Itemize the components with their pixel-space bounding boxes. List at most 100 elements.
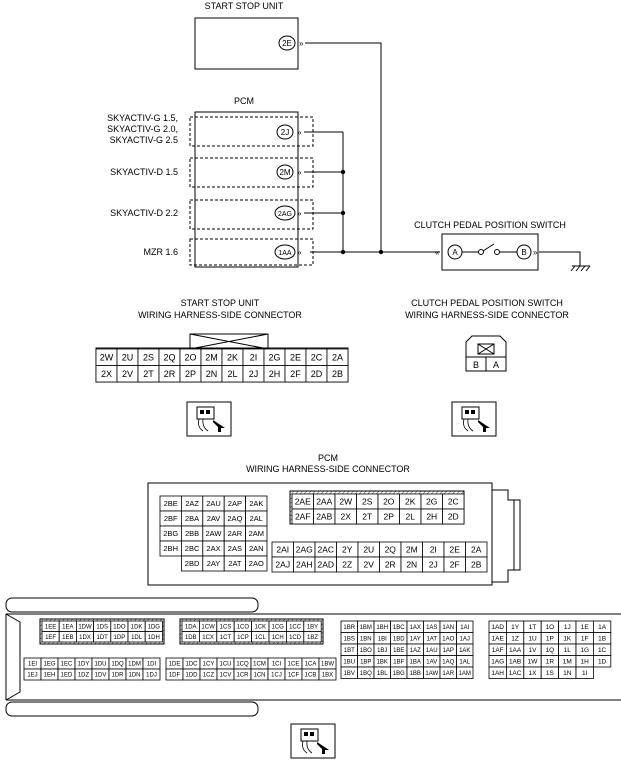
connector-pin: 1AY [410, 636, 421, 642]
connector-pin: 2O [184, 352, 196, 362]
connector-pin: 2C [448, 497, 459, 507]
connector-pin: 1CM [253, 662, 266, 668]
connector-pin: 2E [290, 352, 301, 362]
connector-pin-cell [593, 655, 612, 668]
connector-pin-cell [465, 556, 488, 573]
connector-pin: 2J [429, 560, 438, 570]
connector-view-icon [451, 401, 497, 437]
connector-pin: 1AJ [460, 636, 470, 642]
connector-pin: 1CF [288, 673, 300, 679]
connector-pin: 1U [528, 636, 537, 643]
connector-pin: 2I [250, 352, 258, 362]
connector-pin: 1BO [360, 648, 372, 654]
connector-pin: 2M [406, 545, 418, 555]
connector-pin: 2S [362, 497, 373, 507]
connector-pin: 2T [143, 369, 154, 379]
pcm-pin-circle [274, 205, 296, 221]
connector-pin: 1DZ [78, 673, 90, 679]
connector-pin: 2AL [250, 514, 263, 523]
clutch-connector-pin: B [473, 360, 479, 370]
ground-wire [539, 251, 581, 266]
connector-pin: 1CU [219, 662, 231, 668]
connector-pin: 1J [564, 624, 571, 631]
connector-pin: 1BW [321, 662, 334, 668]
connector-pin: 2AY [207, 559, 221, 568]
connector-pin: 1EH [44, 673, 56, 679]
connector-pin: 1BQ [360, 671, 372, 677]
connector-pin: 2BD [185, 559, 200, 568]
connector-pin: 1DB [185, 635, 197, 641]
pcm-pin-circle [274, 244, 296, 260]
connector-pin: 2K [405, 497, 416, 507]
connector-pin: 1CE [288, 662, 300, 668]
connector-pin: 1E [581, 624, 590, 631]
connector-pin: 1BC [393, 625, 405, 631]
connector-pin-cell [142, 668, 161, 681]
connector-pin-cell [303, 631, 322, 643]
connector-pin: 2L [406, 512, 416, 522]
connector-pin: 1BT [344, 648, 355, 654]
connector-pin: 2K [227, 352, 238, 362]
connector-pin-cell [575, 666, 594, 679]
connector-pin: 1CW [201, 624, 215, 630]
connector-pin: 2O [383, 497, 395, 507]
connector-pin: 1BI [378, 636, 387, 642]
connector-pin: 1CD [289, 635, 302, 641]
connector-pin: 1S [546, 670, 555, 677]
connector-pin: 2B [332, 369, 343, 379]
connector-pin: 1CK [254, 624, 266, 630]
connector-pin: 1BF [393, 659, 404, 665]
pcm-pin-circle [276, 124, 294, 140]
pcm-upper-connector-body [147, 482, 521, 586]
connector-pin: 2AV [207, 514, 221, 523]
connector-pin: 2AC [317, 545, 334, 555]
connector-pin: 1CN [253, 673, 265, 679]
connector-pin: 1EG [43, 662, 55, 668]
engine-variant-label: MZR 1.6 [143, 247, 178, 257]
connector-pin: 1Y [511, 624, 520, 631]
connector-pin: 2AQ [227, 514, 242, 523]
connector-pin: 1L [564, 647, 572, 654]
connector-pin: 1Z [511, 636, 519, 643]
connector-pin-cell [442, 508, 465, 525]
connector-pin: 1BU [343, 659, 355, 665]
clutch-connector-pin: A [493, 360, 499, 370]
connector-pin: 2A [471, 545, 482, 555]
connector-pin: 1Q [546, 647, 555, 654]
connector-pin: 1DQ [111, 662, 124, 668]
connector-pin: 2T [362, 512, 372, 522]
connector-pin: 2BH [163, 544, 178, 553]
connector-pin: 1DN [128, 673, 140, 679]
connector-pin-cell [456, 666, 474, 679]
connector-pin: 2M [205, 352, 218, 362]
connector-pin: 2F [290, 369, 301, 379]
connector-pin: 2AX [206, 544, 220, 553]
connector-pin: 2AZ [185, 499, 199, 508]
connector-pin: 1AE [492, 636, 505, 643]
clutch-pin-b-arrow-icon: » [533, 248, 538, 257]
connector-pin: 1A [598, 624, 607, 631]
connector-pin: 1CR [236, 673, 249, 679]
connector-pin: 1CH [272, 635, 284, 641]
connector-pin: 1B [598, 636, 606, 643]
connector-pin: 1DV [95, 673, 107, 679]
connector-pin: 1D [598, 659, 607, 666]
pcm-box [194, 111, 299, 268]
connector-pin: 2B [471, 560, 482, 570]
connector-pin: 1BD [393, 636, 405, 642]
connector-view-icon [290, 723, 336, 759]
pcm-title: PCM [234, 96, 254, 106]
connector-pin: 1BJ [377, 648, 387, 654]
connector-pin-cell [144, 631, 163, 643]
connector-pin: 1EA [62, 624, 73, 630]
start-stop-unit-title: START STOP UNIT [205, 1, 284, 11]
engine-variant-label: SKYACTIV-D 2.2 [110, 208, 178, 218]
connector-pin: 2D [448, 512, 459, 522]
clutch-pin-a-label: A [452, 248, 458, 257]
ground-icon [570, 265, 591, 272]
connector-pin-cell [326, 365, 349, 383]
connector-pin: 2H [269, 369, 281, 379]
switch-blade [482, 243, 495, 252]
